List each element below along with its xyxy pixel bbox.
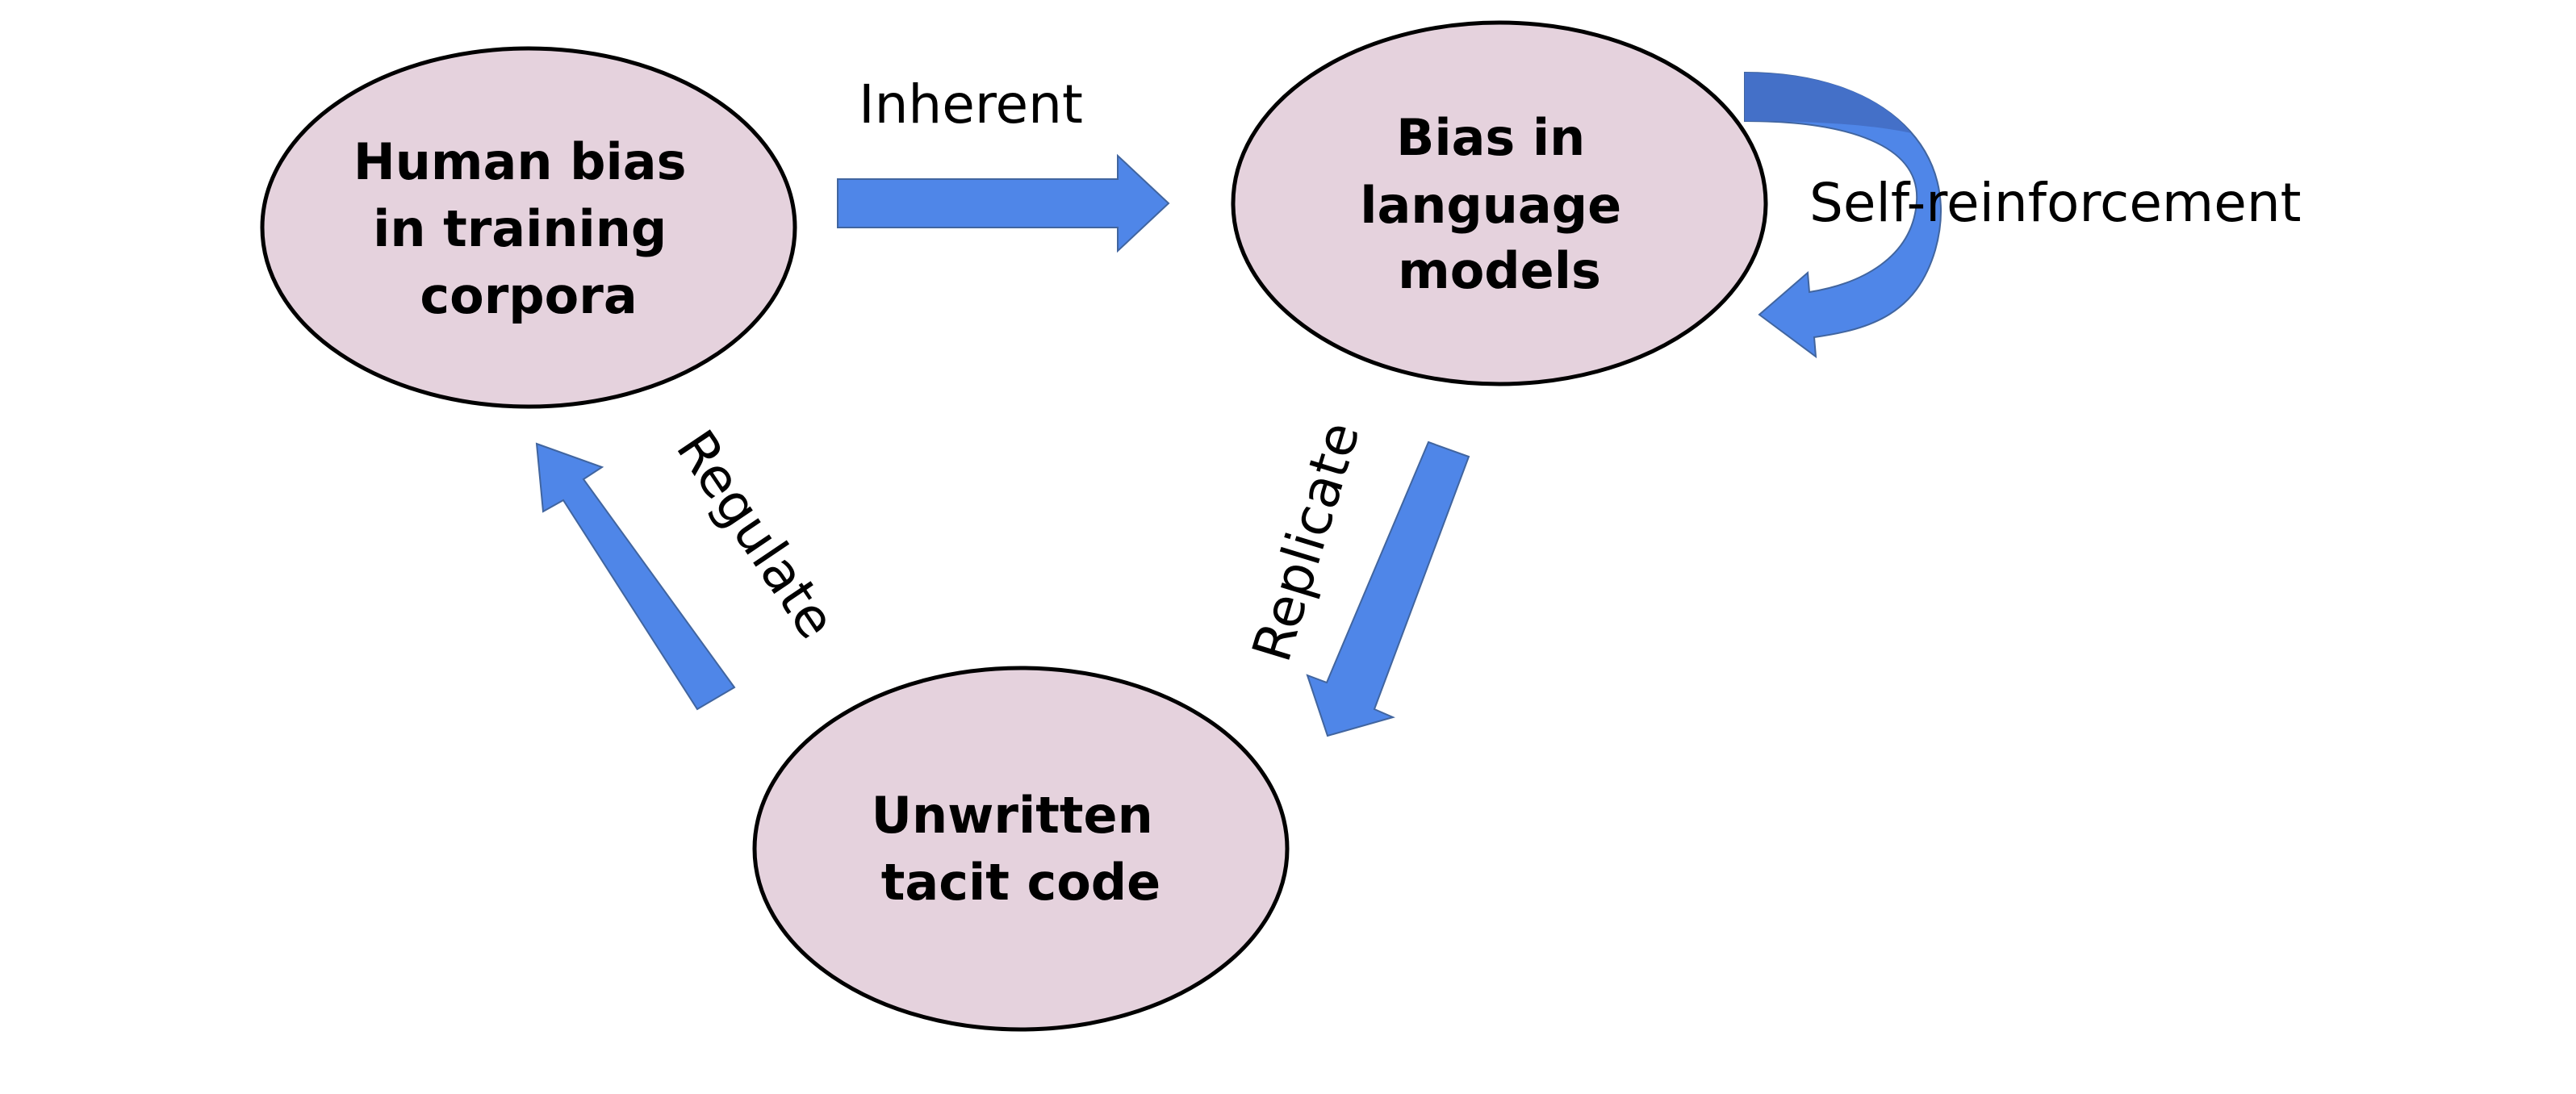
node-tacit-code-shape — [752, 666, 1290, 1032]
node-tacit-code: Unwritten tacit code — [752, 666, 1290, 1032]
node-human-bias-text: Human bias in training corpora — [353, 132, 704, 325]
node-language-models-text: Bias in language models — [1360, 108, 1639, 300]
node-language-models: Bias in language models — [1231, 20, 1768, 386]
inherent-arrow — [837, 153, 1170, 253]
regulate-arrow — [535, 442, 736, 711]
node-human-bias-line-1: Human bias — [353, 132, 687, 191]
self-reinforcement-label: Self-reinforcement — [1809, 172, 2302, 234]
node-language-models-line-1: Bias in — [1396, 108, 1585, 167]
edge-replicate: Replicate — [1240, 415, 1470, 737]
edge-inherent: Inherent — [837, 73, 1170, 253]
node-human-bias-line-2: in training — [373, 199, 667, 258]
replicate-arrow — [1306, 441, 1470, 737]
node-language-models-line-3: models — [1398, 241, 1601, 300]
node-language-models-shape — [1231, 20, 1768, 386]
node-language-models-line-2: language — [1360, 176, 1621, 235]
node-human-bias: Human bias in training corpora — [260, 46, 797, 409]
edge-regulate: Regulate — [535, 420, 847, 711]
node-tacit-code-line-1: Unwritten — [872, 786, 1153, 845]
inherent-label: Inherent — [859, 73, 1083, 136]
node-tacit-code-line-2: tacit code — [881, 853, 1160, 912]
node-human-bias-shape — [260, 46, 797, 409]
self-reinforcement-arrow — [1744, 71, 1942, 359]
node-human-bias-line-3: corpora — [420, 266, 637, 325]
node-tacit-code-text: Unwritten tacit code — [872, 786, 1171, 912]
self-reinforcement-arrow-shade — [1745, 73, 1911, 133]
regulate-label: Regulate — [664, 420, 847, 650]
edge-self-reinforcement: Self-reinforcement — [1744, 71, 2302, 359]
